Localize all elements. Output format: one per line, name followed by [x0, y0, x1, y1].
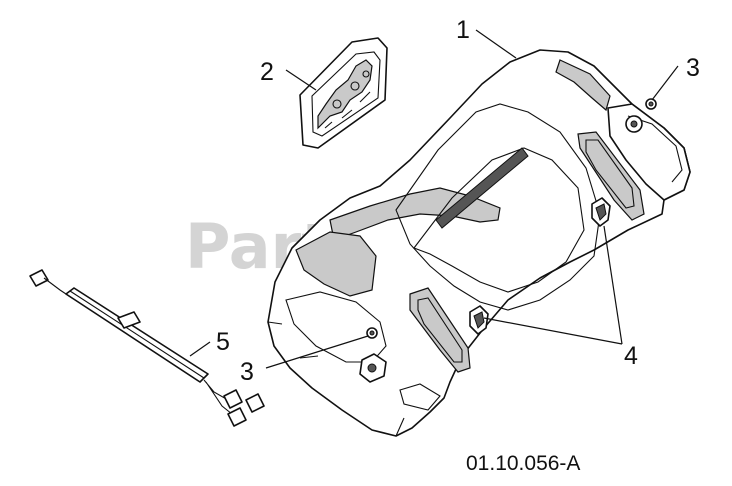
part-wire-harness [29, 269, 265, 427]
part-fasteners [366, 98, 657, 339]
part-dash-panel [299, 37, 388, 149]
part-clips [469, 197, 611, 335]
callout-4: 4 [624, 342, 638, 370]
callout-2: 2 [260, 58, 274, 86]
callout-3-bottom: 3 [240, 358, 254, 386]
callout-5: 5 [216, 328, 230, 356]
callout-1: 1 [456, 16, 470, 44]
leader-lines [189, 29, 679, 369]
part-body-shell [267, 49, 691, 437]
callout-3-top: 3 [686, 54, 700, 82]
diagram-reference-code: 01.10.056-A [466, 452, 580, 475]
